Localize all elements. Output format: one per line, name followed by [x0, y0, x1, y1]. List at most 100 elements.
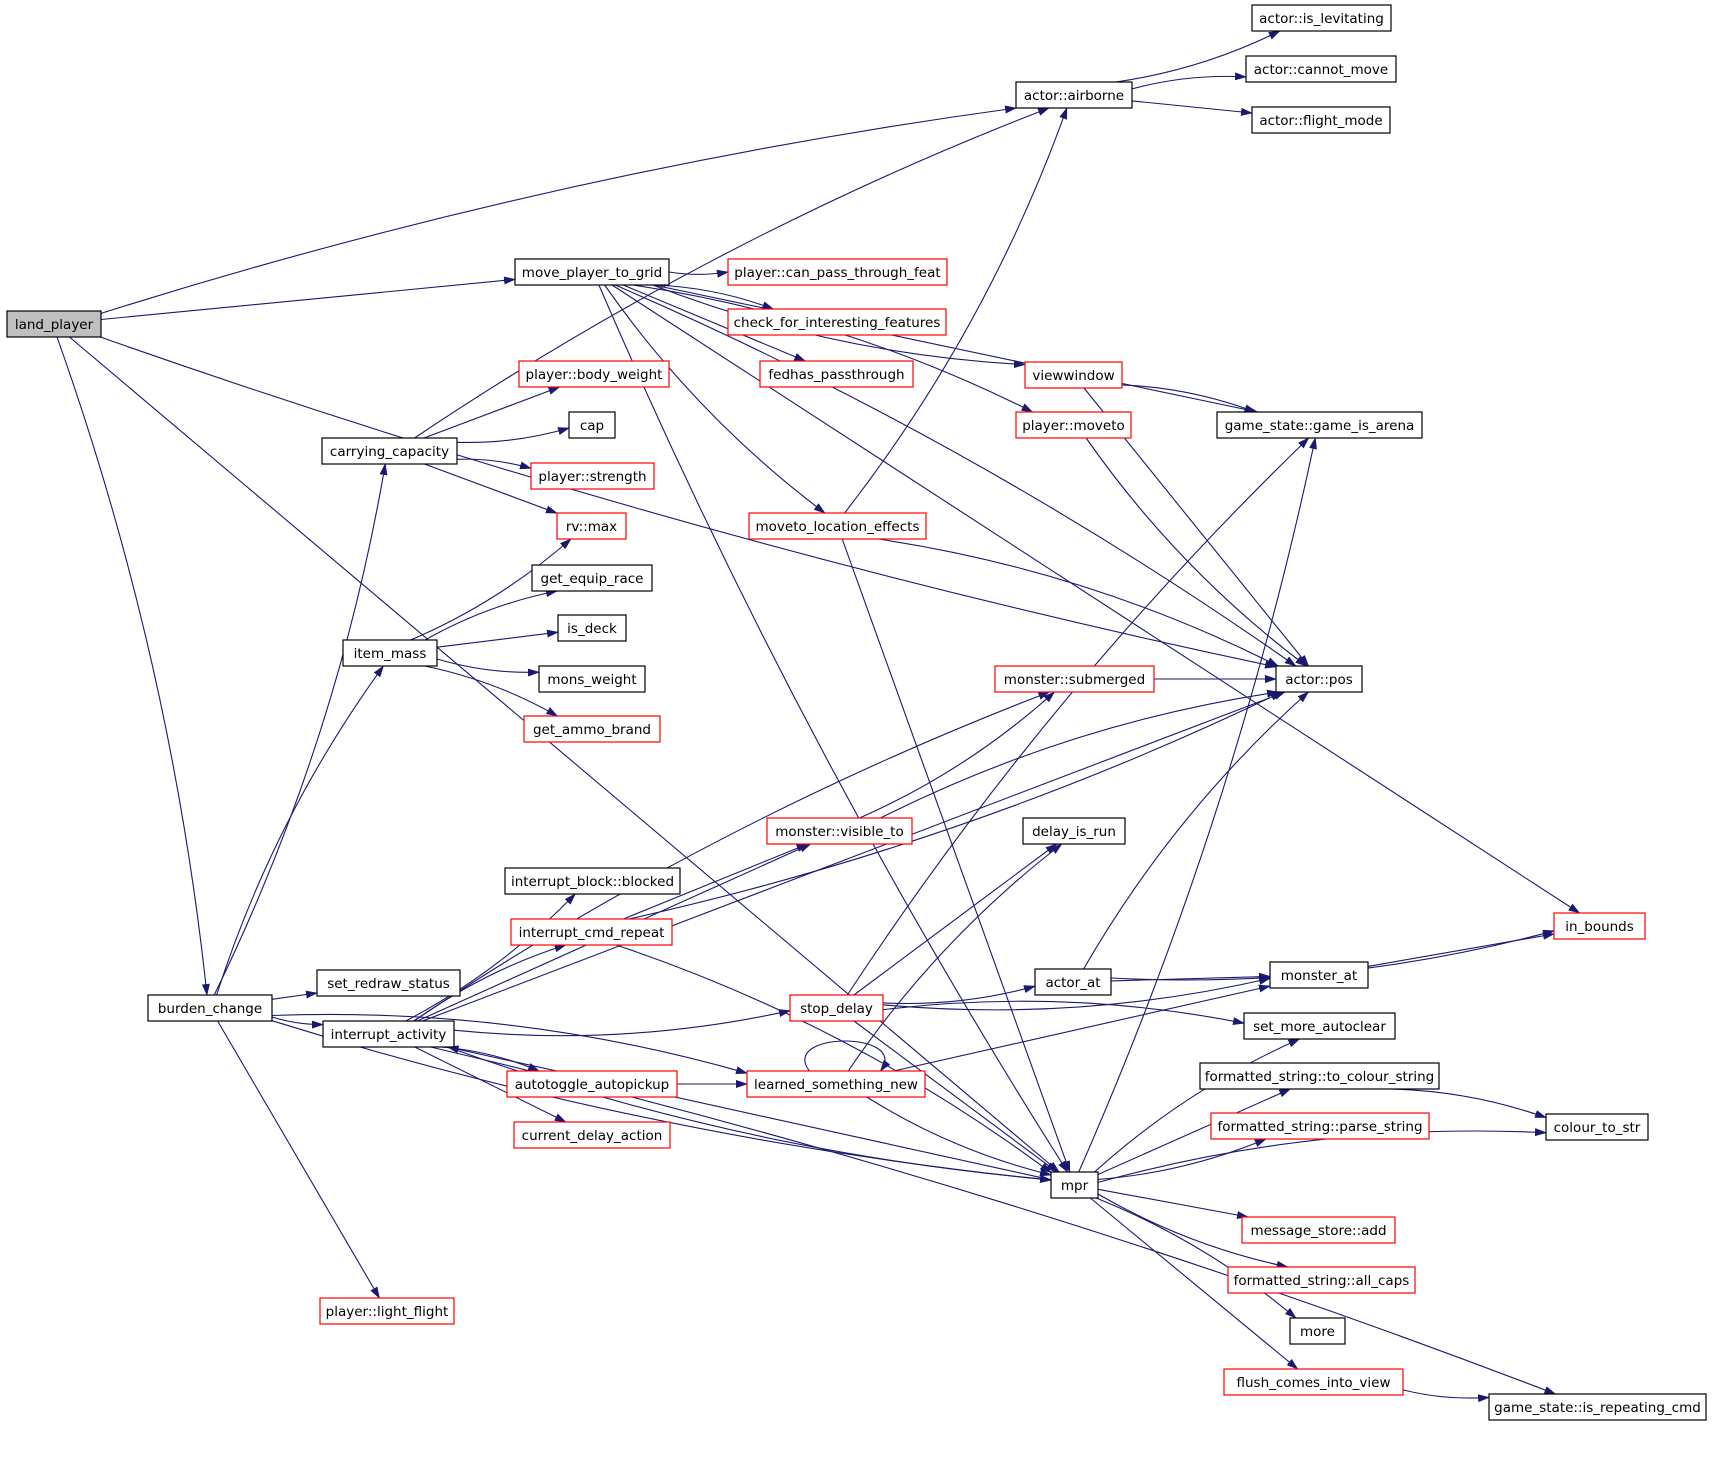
edge-carrying_capacity-to-player_body_weight [423, 386, 561, 439]
node-player-body-weight[interactable]: player::body_weight [518, 360, 670, 388]
node-actor-airborne[interactable]: actor::airborne [1015, 81, 1133, 109]
edge-move_player_to_grid-to-in_bounds [611, 284, 1581, 914]
node-delay-is-run[interactable]: delay_is_run [1022, 817, 1126, 845]
node-all-caps[interactable]: formatted_string::all_caps [1227, 1266, 1416, 1294]
node-interrupt-block-blocked[interactable]: interrupt_block::blocked [504, 867, 681, 895]
node-autotoggle-autopickup[interactable]: autotoggle_autopickup [506, 1070, 678, 1098]
node-label: current_delay_action [522, 1128, 663, 1144]
node-actor-flight-mode[interactable]: actor::flight_mode [1251, 106, 1391, 134]
node-interrupt-cmd-repeat[interactable]: interrupt_cmd_repeat [510, 918, 673, 946]
node-box [727, 258, 948, 286]
node-box [316, 969, 461, 997]
edge-item_mass-to-mons_weight [436, 658, 540, 677]
node-box [1545, 1113, 1649, 1141]
node-set-more-autoclear[interactable]: set_more_autoclear [1243, 1012, 1396, 1040]
node-mpr[interactable]: mpr [1050, 1171, 1099, 1199]
edge-moveto_location_effects-to-mpr [841, 538, 1071, 1173]
edge-land_player-to-actor_airborne [100, 105, 1018, 314]
node-actor-at[interactable]: actor_at [1034, 968, 1112, 996]
node-label: actor::pos [1285, 672, 1353, 688]
node-label: mons_weight [547, 672, 636, 688]
node-label: actor::is_levitating [1259, 11, 1384, 27]
node-box [1024, 361, 1123, 389]
node-label: interrupt_cmd_repeat [519, 925, 665, 941]
node-box [1050, 1171, 1099, 1199]
node-box [321, 437, 458, 465]
node-actor-cannot-move[interactable]: actor::cannot_move [1245, 55, 1397, 83]
node-player-moveto[interactable]: player::moveto [1015, 411, 1132, 439]
node-player-light-flight[interactable]: player::light_flight [319, 1297, 455, 1325]
node-parse-string[interactable]: formatted_string::parse_string [1210, 1112, 1430, 1140]
edge-monster_visible_to-to-actor_pos [880, 689, 1279, 819]
node-stop-delay[interactable]: stop_delay [789, 994, 884, 1022]
node-box [322, 1020, 455, 1048]
node-interrupt-activity[interactable]: interrupt_activity [322, 1020, 455, 1048]
node-monster-at[interactable]: monster_at [1269, 961, 1369, 989]
node-game-is-arena[interactable]: game_state::game_is_arena [1216, 411, 1423, 439]
edge-learned_something_new-to-delay_is_run [847, 843, 1063, 1072]
node-box [319, 1297, 455, 1325]
edge-item_mass-to-is_deck [436, 629, 559, 648]
node-monster-visible-to[interactable]: monster::visible_to [766, 817, 913, 845]
node-player-can-pass[interactable]: player::can_pass_through_feat [727, 258, 948, 286]
node-actor-pos[interactable]: actor::pos [1275, 665, 1363, 693]
edge-mpr-to-all_caps [1097, 1193, 1289, 1269]
node-check-features[interactable]: check_for_interesting_features [727, 308, 947, 336]
node-move-player-to-grid[interactable]: move_player_to_grid [514, 258, 670, 286]
node-land-player[interactable]: land_player [6, 310, 102, 338]
node-label: set_redraw_status [327, 976, 450, 992]
edge-carrying_capacity-to-rv_max [424, 463, 558, 514]
node-game-is-repeating-cmd[interactable]: game_state::is_repeating_cmd [1488, 1393, 1707, 1421]
edge-actor_airborne-to-actor_is_levitating [1115, 30, 1281, 83]
edge-land_player-to-mpr [69, 336, 1060, 1173]
node-box [514, 258, 670, 286]
node-player-strength[interactable]: player::strength [530, 462, 655, 490]
node-box [530, 462, 655, 490]
node-box [748, 512, 927, 540]
node-current-delay-action[interactable]: current_delay_action [513, 1121, 671, 1149]
node-monster-submerged[interactable]: monster::submerged [994, 665, 1155, 693]
node-label: get_equip_race [541, 571, 644, 587]
node-label: message_store::add [1250, 1223, 1386, 1239]
node-learned-something-new[interactable]: learned_something_new [746, 1070, 926, 1098]
node-get-ammo-brand[interactable]: get_ammo_brand [523, 715, 661, 743]
node-set-redraw-status[interactable]: set_redraw_status [316, 969, 461, 997]
node-box [1034, 968, 1112, 996]
edge-flush_comes_into_view-to-game_is_repeating_cmd [1402, 1389, 1490, 1403]
node-item-mass[interactable]: item_mass [342, 639, 438, 667]
edge-mpr-to-message_store_add [1097, 1188, 1249, 1219]
edge-mpr-to-flush_comes_into_view [1089, 1197, 1299, 1370]
node-is-deck[interactable]: is_deck [557, 614, 627, 642]
node-more[interactable]: more [1289, 1317, 1346, 1345]
node-to-colour-string[interactable]: formatted_string::to_colour_string [1199, 1062, 1440, 1090]
edge-learned_something_new-to-learned_something_new [804, 1040, 891, 1072]
edge-interrupt_cmd_repeat-to-actor_pos [628, 691, 1283, 920]
node-box [1199, 1062, 1440, 1090]
node-in-bounds[interactable]: in_bounds [1553, 912, 1646, 940]
node-colour-to-str[interactable]: colour_to_str [1545, 1113, 1649, 1141]
node-mons-weight[interactable]: mons_weight [538, 665, 646, 693]
node-label: flush_comes_into_view [1236, 1375, 1390, 1391]
node-box [759, 360, 914, 388]
edge-mpr-to-colour_to_str [1097, 1128, 1547, 1183]
node-message-store-add[interactable]: message_store::add [1241, 1216, 1396, 1244]
node-viewwindow[interactable]: viewwindow [1024, 361, 1123, 389]
node-label: more [1300, 1324, 1335, 1340]
node-box [1223, 1368, 1404, 1396]
edge-move_player_to_grid-to-actor_pos [614, 284, 1297, 667]
edge-interrupt_activity-to-actor_pos [422, 691, 1286, 1022]
node-carrying-capacity[interactable]: carrying_capacity [321, 437, 458, 465]
edge-actor_airborne-to-actor_flight_mode [1131, 100, 1253, 116]
edge-item_mass-to-rv_max [410, 538, 572, 641]
node-label: check_for_interesting_features [734, 315, 941, 331]
node-get-equip-race[interactable]: get_equip_race [531, 564, 653, 592]
edge-interrupt_cmd_repeat-to-mpr [616, 944, 1052, 1174]
node-rv-max[interactable]: rv::max [556, 512, 627, 540]
node-moveto-location-effects[interactable]: moveto_location_effects [748, 512, 927, 540]
node-actor-is-levitating[interactable]: actor::is_levitating [1251, 4, 1392, 32]
edge-land_player-to-burden_change [56, 336, 210, 996]
node-cap[interactable]: cap [568, 411, 616, 439]
node-burden-change[interactable]: burden_change [147, 994, 273, 1022]
node-fedhas[interactable]: fedhas_passthrough [759, 360, 914, 388]
node-flush-comes-into-view[interactable]: flush_comes_into_view [1223, 1368, 1404, 1396]
